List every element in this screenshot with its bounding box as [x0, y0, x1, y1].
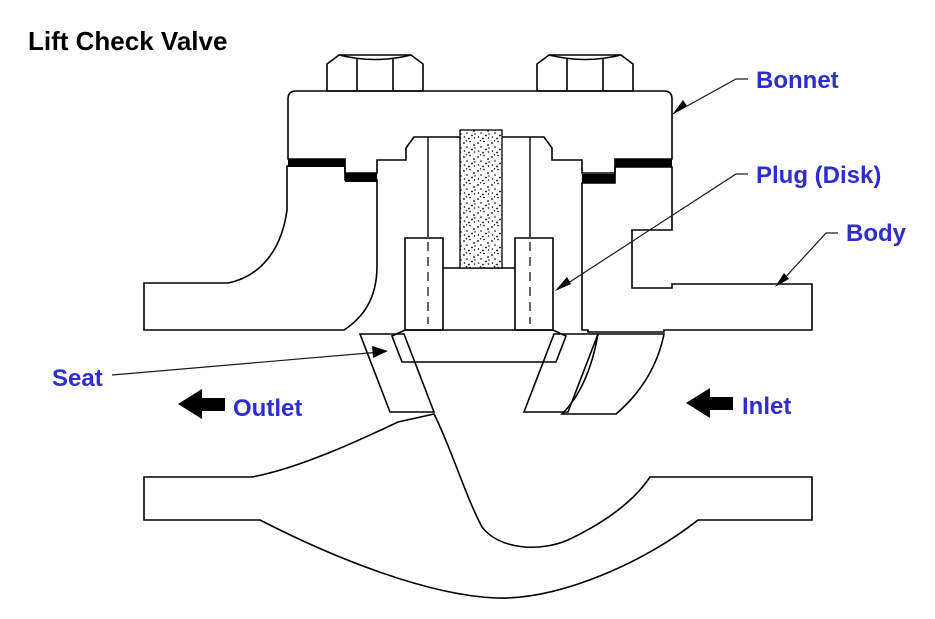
inlet-label: Inlet — [742, 393, 791, 420]
body-label: Body — [846, 220, 907, 247]
stem-shape — [459, 129, 503, 269]
inlet-flow-arrow — [686, 388, 733, 418]
bolt-right — [536, 54, 634, 92]
body-upper-right-shape — [581, 166, 813, 333]
bonnet-leader — [672, 78, 748, 115]
plug-bottom-plate — [390, 329, 568, 363]
body-bottom-shape — [143, 413, 813, 599]
body-seat-bridge-shape — [560, 333, 665, 415]
plug-leader — [555, 173, 748, 291]
seat-left-shape — [358, 333, 436, 413]
outlet-label: Outlet — [233, 395, 302, 422]
outlet-flow-arrow — [178, 389, 225, 419]
diagram-title: Lift Check Valve — [28, 26, 227, 56]
bolt-left — [326, 54, 424, 92]
body-upper-left-shape — [143, 165, 378, 331]
gasket-left — [288, 159, 377, 182]
gasket-right — [582, 159, 672, 183]
plug-label: Plug (Disk) — [756, 162, 881, 189]
seat-label: Seat — [52, 365, 103, 392]
seat-leader — [111, 346, 388, 376]
bonnet-label: Bonnet — [756, 67, 839, 94]
bonnet-shape — [287, 90, 673, 174]
seat-right-shape — [522, 333, 600, 413]
body-leader — [775, 232, 838, 287]
plug-left-wall — [404, 237, 444, 331]
plug-right-wall — [514, 237, 554, 331]
